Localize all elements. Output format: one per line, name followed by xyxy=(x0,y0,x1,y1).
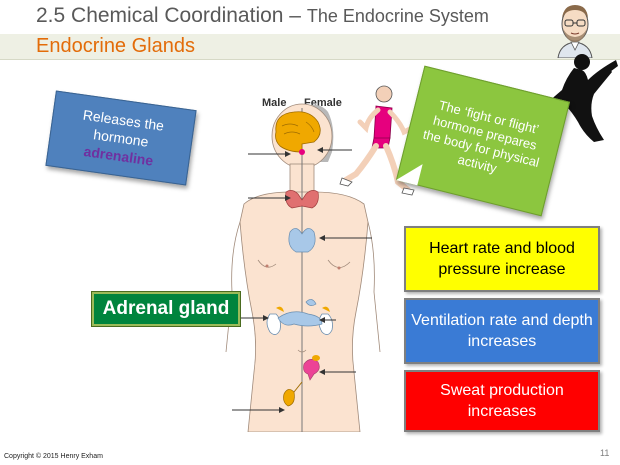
slide-subtitle: Endocrine Glands xyxy=(36,35,195,57)
teacher-avatar-icon xyxy=(557,5,593,58)
subtitle-band xyxy=(0,34,620,60)
adrenaline-note-text: Releases the hormone adrenaline xyxy=(54,102,188,173)
ventilation-box: Ventilation rate and depth increases xyxy=(404,298,600,364)
title-band xyxy=(0,0,620,34)
slide-title: 2.5 Chemical Coordination – The Endocrin… xyxy=(36,4,489,28)
page-number: 11 xyxy=(600,448,610,458)
title-main: 2.5 Chemical Coordination – xyxy=(36,4,307,27)
heart-rate-text: Heart rate and blood pressure increase xyxy=(429,240,575,278)
heart-rate-box: Heart rate and blood pressure increase xyxy=(404,226,600,292)
male-label: Male xyxy=(262,97,287,109)
copyright-text: Copyright © 2015 Henry Exham xyxy=(4,453,103,460)
sweat-box: Sweat production increases xyxy=(404,370,600,432)
fight-or-flight-note-text: The ‘fight or flight’ hormone prepares t… xyxy=(421,97,541,176)
sweat-text: Sweat production increases xyxy=(440,382,564,420)
title-sub: The Endocrine System xyxy=(306,6,489,26)
adrenaline-note-prefix: Releases the hormone xyxy=(81,106,166,150)
ventilation-text: Ventilation rate and depth increases xyxy=(411,312,593,350)
adrenal-gland-label: Adrenal gland xyxy=(92,292,240,326)
runner-figure-icon xyxy=(339,85,415,196)
